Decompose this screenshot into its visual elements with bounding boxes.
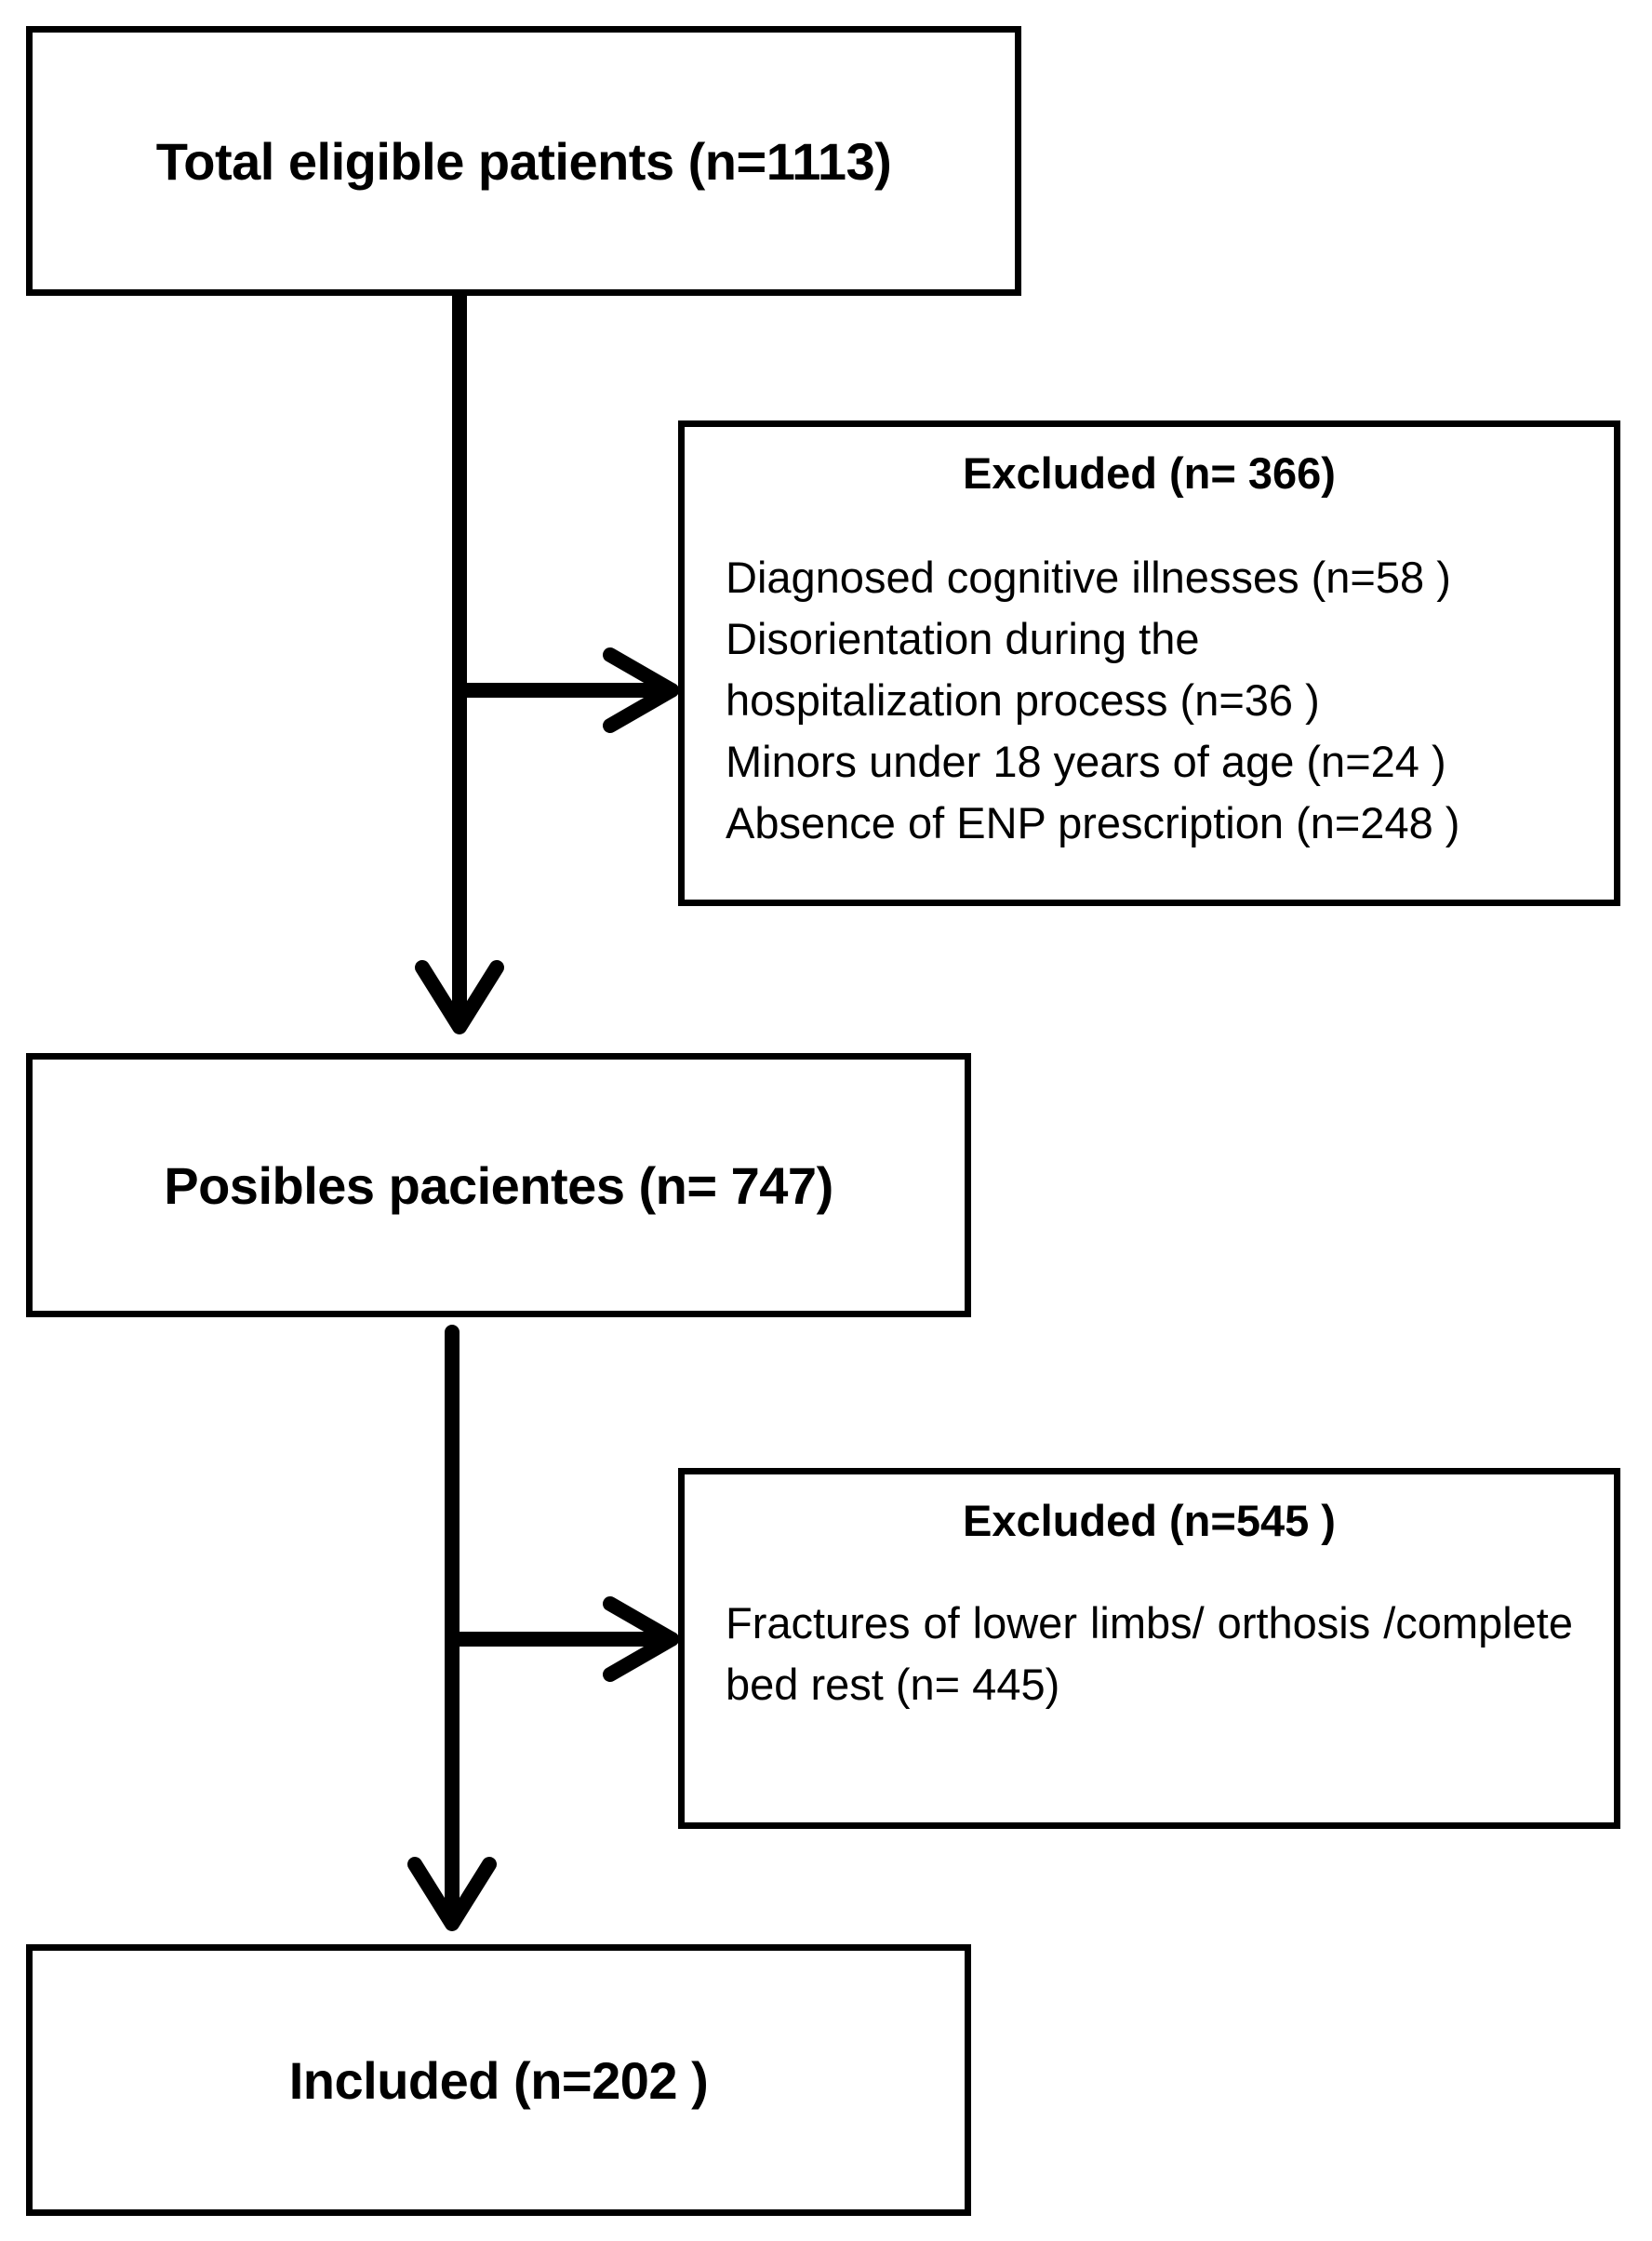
possible-patients-label: Posibles pacientes (n= 747) <box>164 1155 833 1215</box>
excluded-1-title: Excluded (n= 366) <box>963 448 1336 498</box>
excluded-box-1: Excluded (n= 366) Diagnosed cognitive il… <box>678 420 1620 906</box>
exclusion-reason-disorientation-1: Disorientation during the <box>726 614 1200 663</box>
arrowhead-down-1 <box>415 960 504 1034</box>
excluded-2-title: Excluded (n=545 ) <box>963 1496 1336 1545</box>
total-eligible-box: Total eligible patients (n=1113) <box>26 26 1021 296</box>
exclusion-reason-minors: Minors under 18 years of age (n=24 ) <box>726 737 1446 786</box>
total-eligible-label: Total eligible patients (n=1113) <box>155 131 892 191</box>
exclusion-reason-disorientation-2: hospitalization process (n=36 ) <box>726 675 1320 725</box>
included-box: Included (n=202 ) <box>26 1944 971 2216</box>
exclusion-reason-enp: Absence of ENP prescription (n=248 ) <box>726 798 1460 847</box>
arrowhead-right-1 <box>603 647 679 733</box>
possible-patients-box: Posibles pacientes (n= 747) <box>26 1053 971 1317</box>
arrowhead-right-2 <box>603 1596 679 1682</box>
exclusion-reason-fractures: Fractures of lower limbs/ orthosis /comp… <box>726 1598 1573 1709</box>
exclusion-reason-cognitive: Diagnosed cognitive illnesses (n=58 ) <box>726 553 1451 602</box>
arrowhead-down-2 <box>407 1857 497 1931</box>
included-label: Included (n=202 ) <box>288 2050 709 2110</box>
excluded-box-2: Excluded (n=545 ) Fractures of lower lim… <box>678 1468 1620 1829</box>
